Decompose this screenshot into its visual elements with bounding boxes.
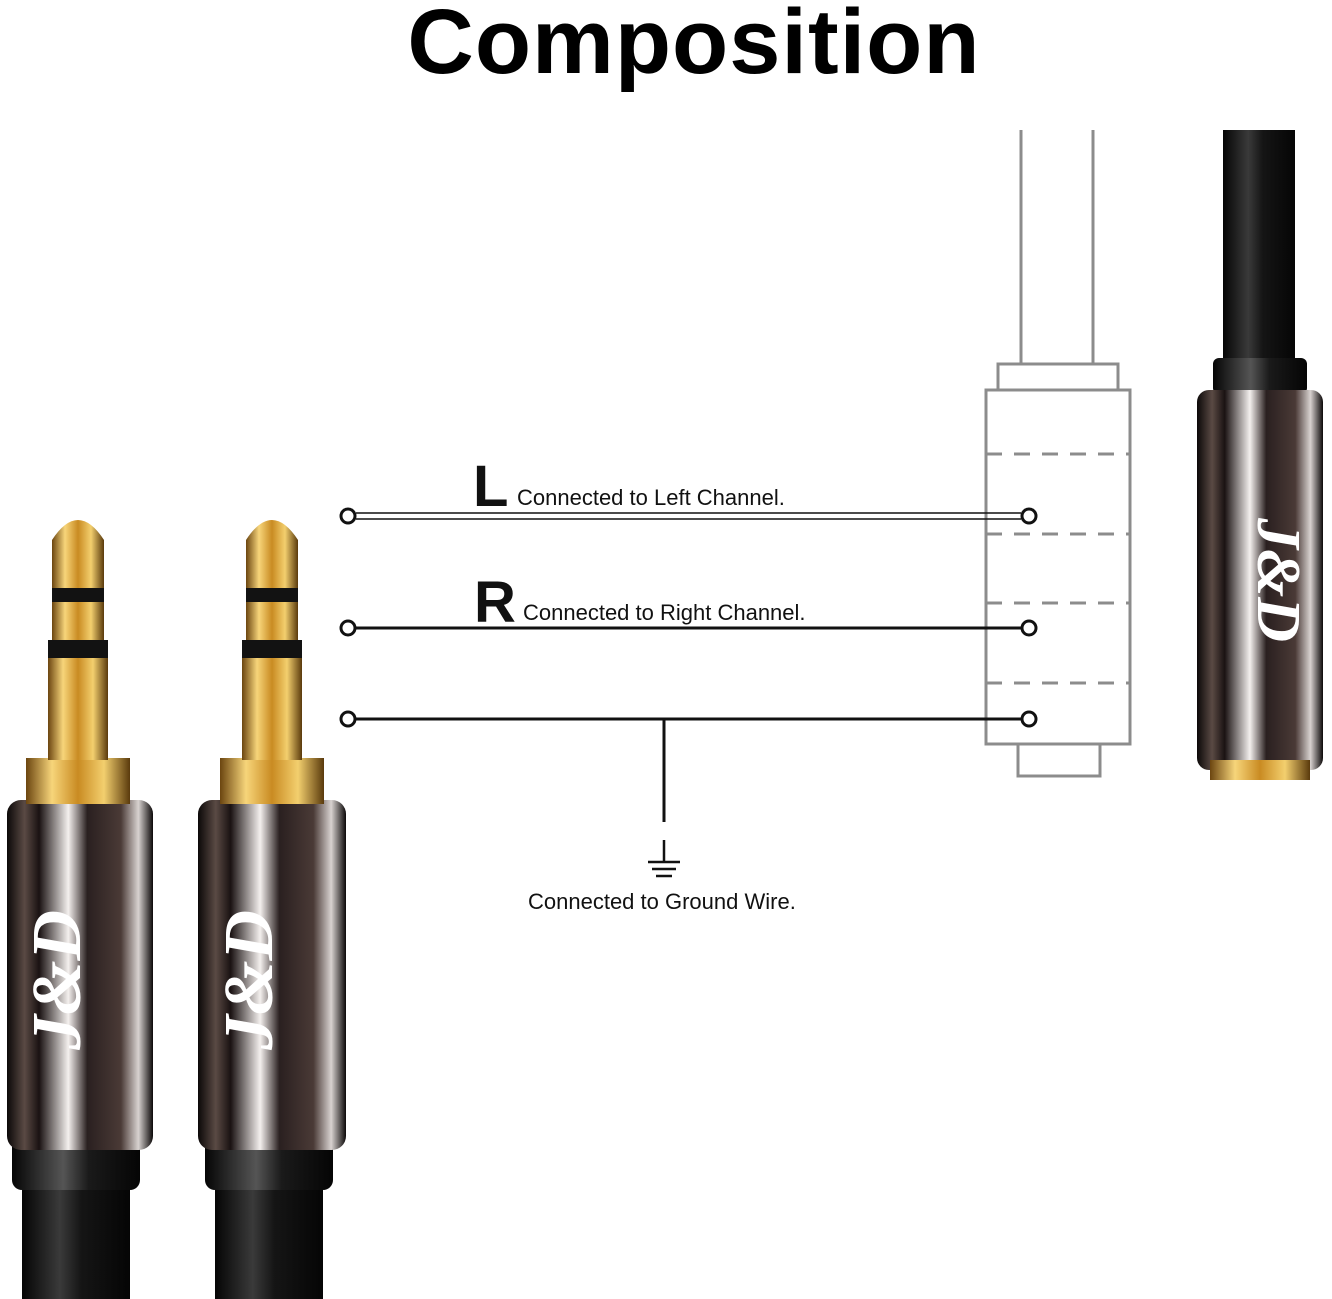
terminal-circle-icon xyxy=(1020,619,1038,637)
female-jack: J&D xyxy=(1197,130,1323,780)
terminal-circle-icon xyxy=(1020,710,1038,728)
brand-logo-jack: J&D xyxy=(1244,517,1312,642)
right-channel-letter: R xyxy=(474,570,516,635)
left-channel-label: Connected to Left Channel. xyxy=(517,485,785,510)
left-channel-letter: L xyxy=(473,454,509,519)
jack-outline-schematic xyxy=(984,130,1132,778)
male-plug-left: J&D xyxy=(7,520,153,1299)
right-channel-label: Connected to Right Channel. xyxy=(523,600,806,625)
terminal-circle-icon xyxy=(339,507,357,525)
terminal-circle-icon xyxy=(339,619,357,637)
ground-wire-label: Connected to Ground Wire. xyxy=(528,889,796,914)
wire-left xyxy=(356,512,1021,520)
brand-logo-plug-1: J&D xyxy=(19,910,96,1051)
terminal-circle-icon xyxy=(339,710,357,728)
page-title: Composition xyxy=(407,0,981,93)
male-plug-right: J&D xyxy=(198,520,346,1299)
ground-symbol-icon xyxy=(648,840,680,878)
terminal-circle-icon xyxy=(1020,507,1038,525)
brand-logo-plug-2: J&D xyxy=(211,910,288,1051)
